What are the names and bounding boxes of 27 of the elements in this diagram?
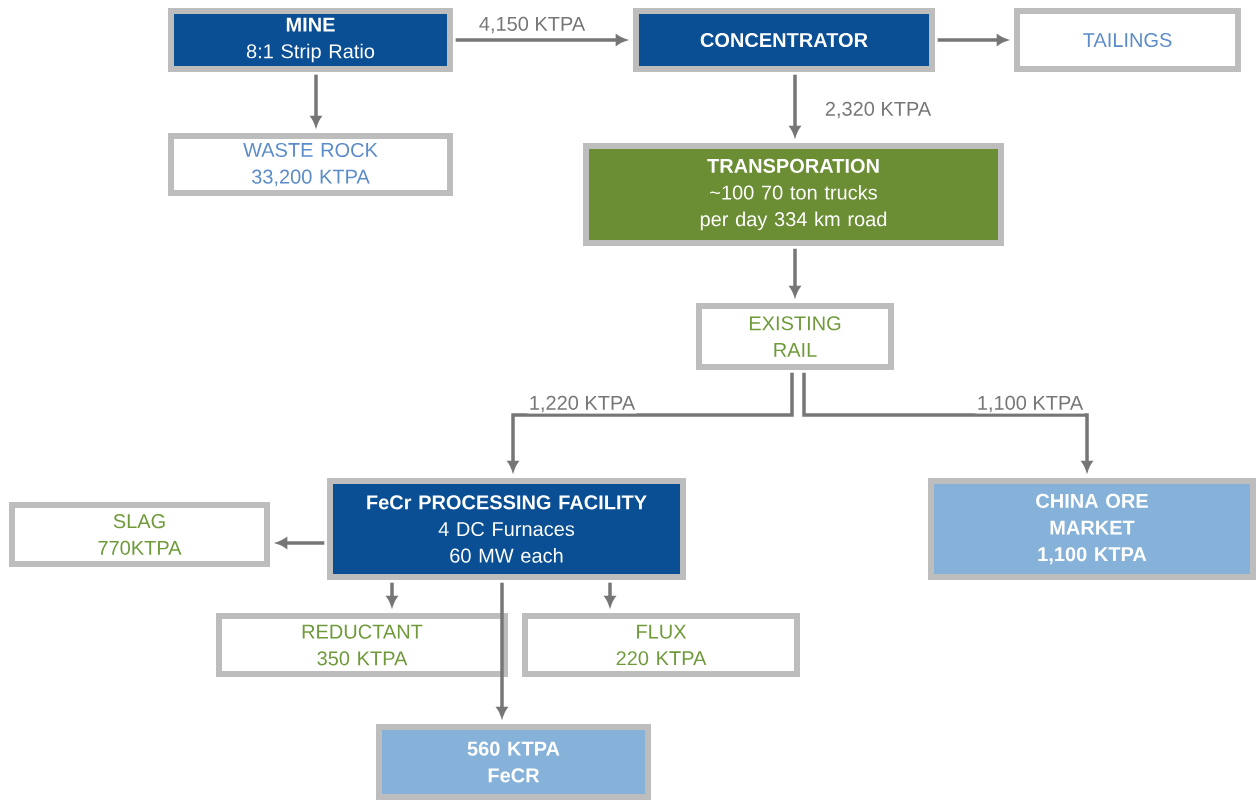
arrow (604, 582, 616, 607)
process-box: FeCr PROCESSING FACILITY 4 DC Furnaces 60 MW each (327, 478, 686, 580)
arrow (789, 248, 801, 297)
output-box: REDUCTANT 350 KTPA (216, 613, 508, 677)
arrow (507, 372, 794, 472)
output-box: EXISTING RAIL (696, 303, 894, 370)
output-box: FLUX 220 KTPA (522, 613, 800, 677)
output-box: SLAG 770KTPA (9, 502, 270, 567)
process-box: TRANSPORATION ~100 70 ton trucks per day 334 km road (583, 143, 1004, 246)
product-box: CHINA ORE MARKET 1,100 KTPA (928, 478, 1256, 580)
output-box: TAILINGS (1014, 8, 1241, 72)
arrow (789, 74, 801, 137)
edge-label: 1,220 KTPA (527, 394, 637, 414)
process-box: MINE 8:1 Strip Ratio (168, 8, 453, 72)
edge-label: 1,100 KTPA (975, 394, 1085, 414)
process-box: CONCENTRATOR (633, 8, 935, 72)
arrow (310, 74, 322, 127)
arrow (937, 34, 1008, 46)
edge-label: 2,320 KTPA (823, 100, 933, 120)
output-box: WASTE ROCK 33,200 KTPA (168, 133, 453, 196)
arrow (276, 537, 325, 549)
product-box: 560 KTPA FeCR (376, 724, 651, 800)
edge-label: 4,150 KTPA (477, 15, 587, 35)
arrow (386, 582, 398, 607)
arrow (496, 582, 508, 718)
arrow (802, 372, 1093, 472)
arrow (455, 34, 627, 46)
